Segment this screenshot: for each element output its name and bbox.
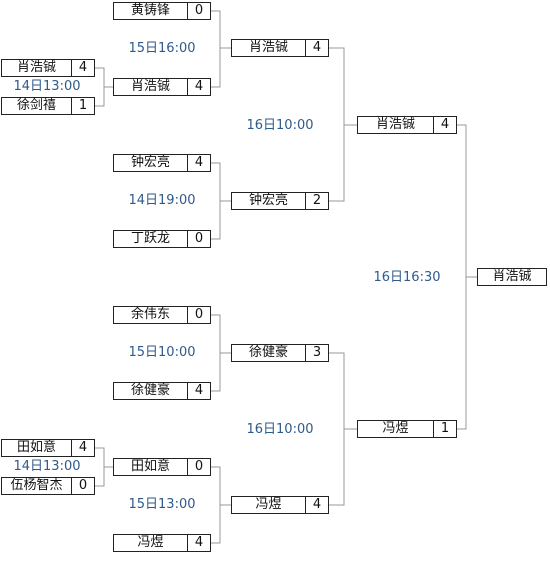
match-16b-player-2: 冯煜 4 [231,496,329,514]
player-score: 4 [305,40,328,56]
player-name: 钟宏亮 [130,155,170,170]
player-score: 4 [187,79,210,95]
match-14a-player-2: 徐剑禧 1 [1,97,95,115]
match-16a-time: 16日10:00 [246,118,314,133]
player-name: 肖浩铖 [375,117,415,132]
match-14a-player-1: 肖浩铖 4 [1,59,95,77]
final-player-2: 冯煜 1 [357,420,457,438]
player-name: 田如意 [130,459,170,474]
player-score: 0 [71,478,94,494]
match-15d-time: 15日13:00 [128,497,196,512]
match-15c-player-2: 徐健豪 4 [113,382,211,400]
match-15c-time: 15日10:00 [128,345,196,360]
match-15c-player-1: 余伟东 0 [113,306,211,324]
match-15a-player-1: 黄铸锋 0 [113,2,211,20]
match-16b-time: 16日10:00 [246,422,314,437]
final-time: 16日16:30 [373,270,441,285]
player-score: 1 [71,98,94,114]
match-16b-player-1: 徐健豪 3 [231,344,329,362]
match-15b-player-2: 丁跃龙 0 [113,230,211,248]
player-score: 0 [187,3,210,19]
match-14b-player-2: 伍杨智杰 0 [1,477,95,495]
player-name: 伍杨智杰 [10,478,63,493]
player-name: 冯煜 [137,535,164,550]
champion-box: 肖浩铖 [477,268,547,286]
player-score: 3 [305,345,328,361]
match-15a-player-2: 肖浩铖 4 [113,78,211,96]
player-score: 4 [187,383,210,399]
final-player-1: 肖浩铖 4 [357,116,457,134]
player-name: 肖浩铖 [16,60,56,75]
player-name: 徐剑禧 [16,98,56,113]
match-15b-player-1: 钟宏亮 4 [113,154,211,172]
player-score: 4 [71,440,94,456]
match-16a-player-2: 钟宏亮 2 [231,192,329,210]
player-score: 4 [187,155,210,171]
player-name: 余伟东 [130,307,170,322]
player-score: 4 [433,117,456,133]
player-name: 钟宏亮 [248,193,288,208]
player-score: 4 [187,535,210,551]
champion-name: 肖浩铖 [492,269,532,284]
player-name: 冯煜 [382,421,409,436]
match-14b-time: 14日13:00 [13,459,81,474]
player-score: 0 [187,459,210,475]
match-15a-time: 15日16:00 [128,41,196,56]
player-score: 1 [433,421,456,437]
player-name: 丁跃龙 [130,231,170,246]
player-name: 徐健豪 [248,345,288,360]
player-score: 0 [187,307,210,323]
player-score: 2 [305,193,328,209]
match-14b-player-1: 田如意 4 [1,439,95,457]
match-16a-player-1: 肖浩铖 4 [231,39,329,57]
player-name: 肖浩铖 [248,40,288,55]
match-15d-player-1: 田如意 0 [113,458,211,476]
player-name: 黄铸锋 [130,3,170,18]
player-score: 4 [71,60,94,76]
player-name: 肖浩铖 [130,79,170,94]
player-score: 4 [305,497,328,513]
player-name: 田如意 [16,440,56,455]
player-score: 0 [187,231,210,247]
player-name: 冯煜 [255,497,282,512]
match-14a-time: 14日13:00 [13,79,81,94]
player-name: 徐健豪 [130,383,170,398]
match-15b-time: 14日19:00 [128,193,196,208]
match-15d-player-2: 冯煜 4 [113,534,211,552]
